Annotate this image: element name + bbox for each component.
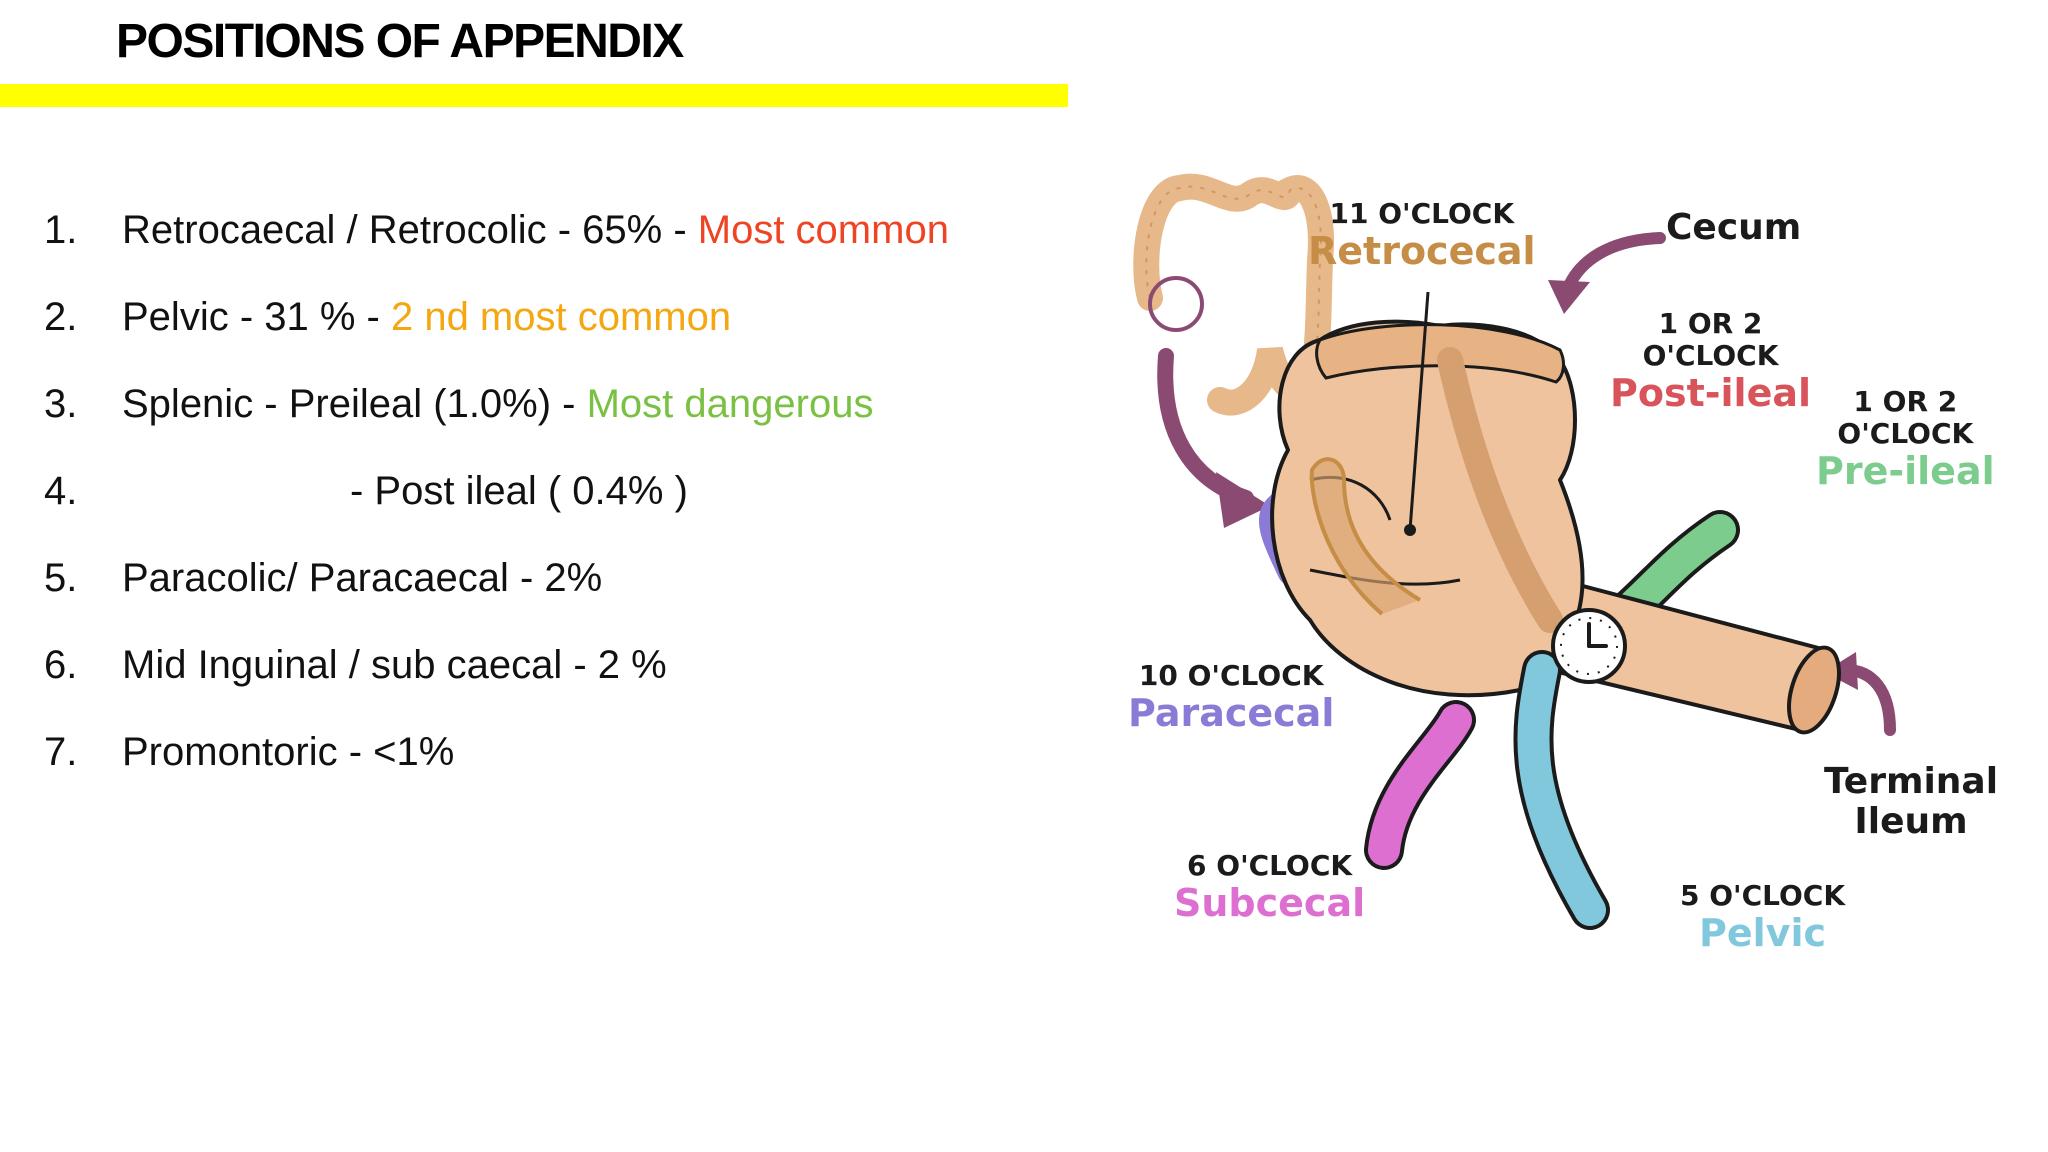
terminal-ileum-arrow-head xyxy=(1824,652,1858,690)
list-item: 4. - Post ileal ( 0.4% ) xyxy=(44,461,1084,521)
list-text: Paracolic/ Paracaecal - 2% xyxy=(122,556,603,600)
list-text: Splenic - Preileal (1.0%) - xyxy=(122,382,587,426)
label-position: Paracecal xyxy=(1128,691,1335,736)
label-cecum: Cecum xyxy=(1666,207,1802,248)
label-terminal-ileum: Terminal Ileum xyxy=(1824,762,1998,841)
label-clock: 11 O'CLOCK xyxy=(1329,197,1515,230)
list-text: Mid Inguinal / sub caecal - 2 % xyxy=(122,643,667,687)
colon-thumbnail xyxy=(1133,173,1334,416)
label-position: Pre-ileal xyxy=(1816,449,1995,494)
taenia-coli xyxy=(1437,347,1563,633)
list-number: 3. xyxy=(44,382,78,426)
label-pre-ileal: 1 OR 2 O'CLOCK Pre-ileal xyxy=(1816,385,1995,494)
label-position: Pelvic xyxy=(1699,911,1827,956)
retrocecal-appendix xyxy=(1309,457,1422,616)
label-paracecal: 10 O'CLOCK Paracecal xyxy=(1128,659,1335,736)
label-clock: O'CLOCK xyxy=(1837,417,1974,451)
label-clock: 6 O'CLOCK xyxy=(1187,849,1353,882)
list-item: 5. Paracolic/ Paracaecal - 2% xyxy=(44,548,1084,608)
list-note-most-dangerous: Most dangerous xyxy=(586,382,874,426)
list-number: 5. xyxy=(44,556,78,600)
list-item: 3. Splenic - Preileal (1.0%) - Most dang… xyxy=(44,374,1084,434)
label-terminal-ileum-line2: Ileum xyxy=(1854,800,1968,842)
list-note-most-common: Most common xyxy=(697,208,949,252)
zoom-arrow-head xyxy=(1216,472,1270,528)
list-item: 7. Promontoric - <1% xyxy=(44,722,1084,782)
label-position: Retrocecal xyxy=(1308,229,1536,274)
label-pelvic: 5 O'CLOCK Pelvic xyxy=(1680,879,1846,956)
slide-title: POSITIONS OF APPENDIX xyxy=(116,15,684,68)
retrocecal-pointer-dot xyxy=(1404,524,1416,536)
label-post-ileal: 1 OR 2 O'CLOCK Post-ileal xyxy=(1610,307,1812,416)
label-clock: O'CLOCK xyxy=(1642,339,1779,373)
list-number: 1. xyxy=(44,208,78,252)
cecum-arrow xyxy=(1562,232,1666,294)
label-clock: 5 O'CLOCK xyxy=(1680,879,1846,912)
list-note-second-common: 2 nd most common xyxy=(390,295,732,339)
list-text: Retrocaecal / Retrocolic - 65% - xyxy=(122,208,698,252)
label-position: Post-ileal xyxy=(1610,371,1812,416)
terminal-ileum-opening xyxy=(1787,645,1841,735)
label-terminal-ileum-line1: Terminal xyxy=(1824,761,1999,802)
pelvic-appendix xyxy=(1517,654,1606,926)
colon-haustra xyxy=(1145,185,1322,381)
label-clock: 1 OR 2 xyxy=(1853,385,1958,418)
list-text: Pelvic - 31 % - xyxy=(122,295,391,339)
subcecal-appendix xyxy=(1368,704,1472,866)
label-clock: 1 OR 2 xyxy=(1658,307,1763,340)
list-item: 2. Pelvic - 31 % - 2 nd most common xyxy=(44,287,1084,347)
clock-icon xyxy=(1551,608,1627,684)
list-number: 7. xyxy=(44,730,78,774)
label-retrocecal: 11 O'CLOCK Retrocecal xyxy=(1308,197,1536,274)
list-text: - Post ileal ( 0.4% ) xyxy=(350,469,688,513)
list-text: Promontoric - <1% xyxy=(122,730,455,774)
label-clock: 10 O'CLOCK xyxy=(1138,659,1324,692)
list-number: 2. xyxy=(44,295,78,339)
title-underline-bar xyxy=(0,84,1068,107)
zoom-arrow xyxy=(1157,348,1254,506)
cecum-highlight-circle xyxy=(1148,276,1204,332)
list-item: 1. Retrocaecal / Retrocolic - 65% - Most… xyxy=(44,200,1084,260)
list-number: 6. xyxy=(44,643,78,687)
label-subcecal: 6 O'CLOCK Subcecal xyxy=(1174,849,1366,926)
retrocecal-pointer-line xyxy=(1408,291,1430,531)
list-number: 4. xyxy=(44,469,78,513)
appendix-positions-illustration: 11 O'CLOCK Retrocecal Cecum 1 OR 2 O'CLO… xyxy=(1120,150,2020,970)
appendix-diagram xyxy=(1133,173,1896,930)
list-item: 6. Mid Inguinal / sub caecal - 2 % xyxy=(44,635,1084,695)
cecum-arrow-head xyxy=(1548,280,1590,314)
label-position: Subcecal xyxy=(1174,881,1366,926)
